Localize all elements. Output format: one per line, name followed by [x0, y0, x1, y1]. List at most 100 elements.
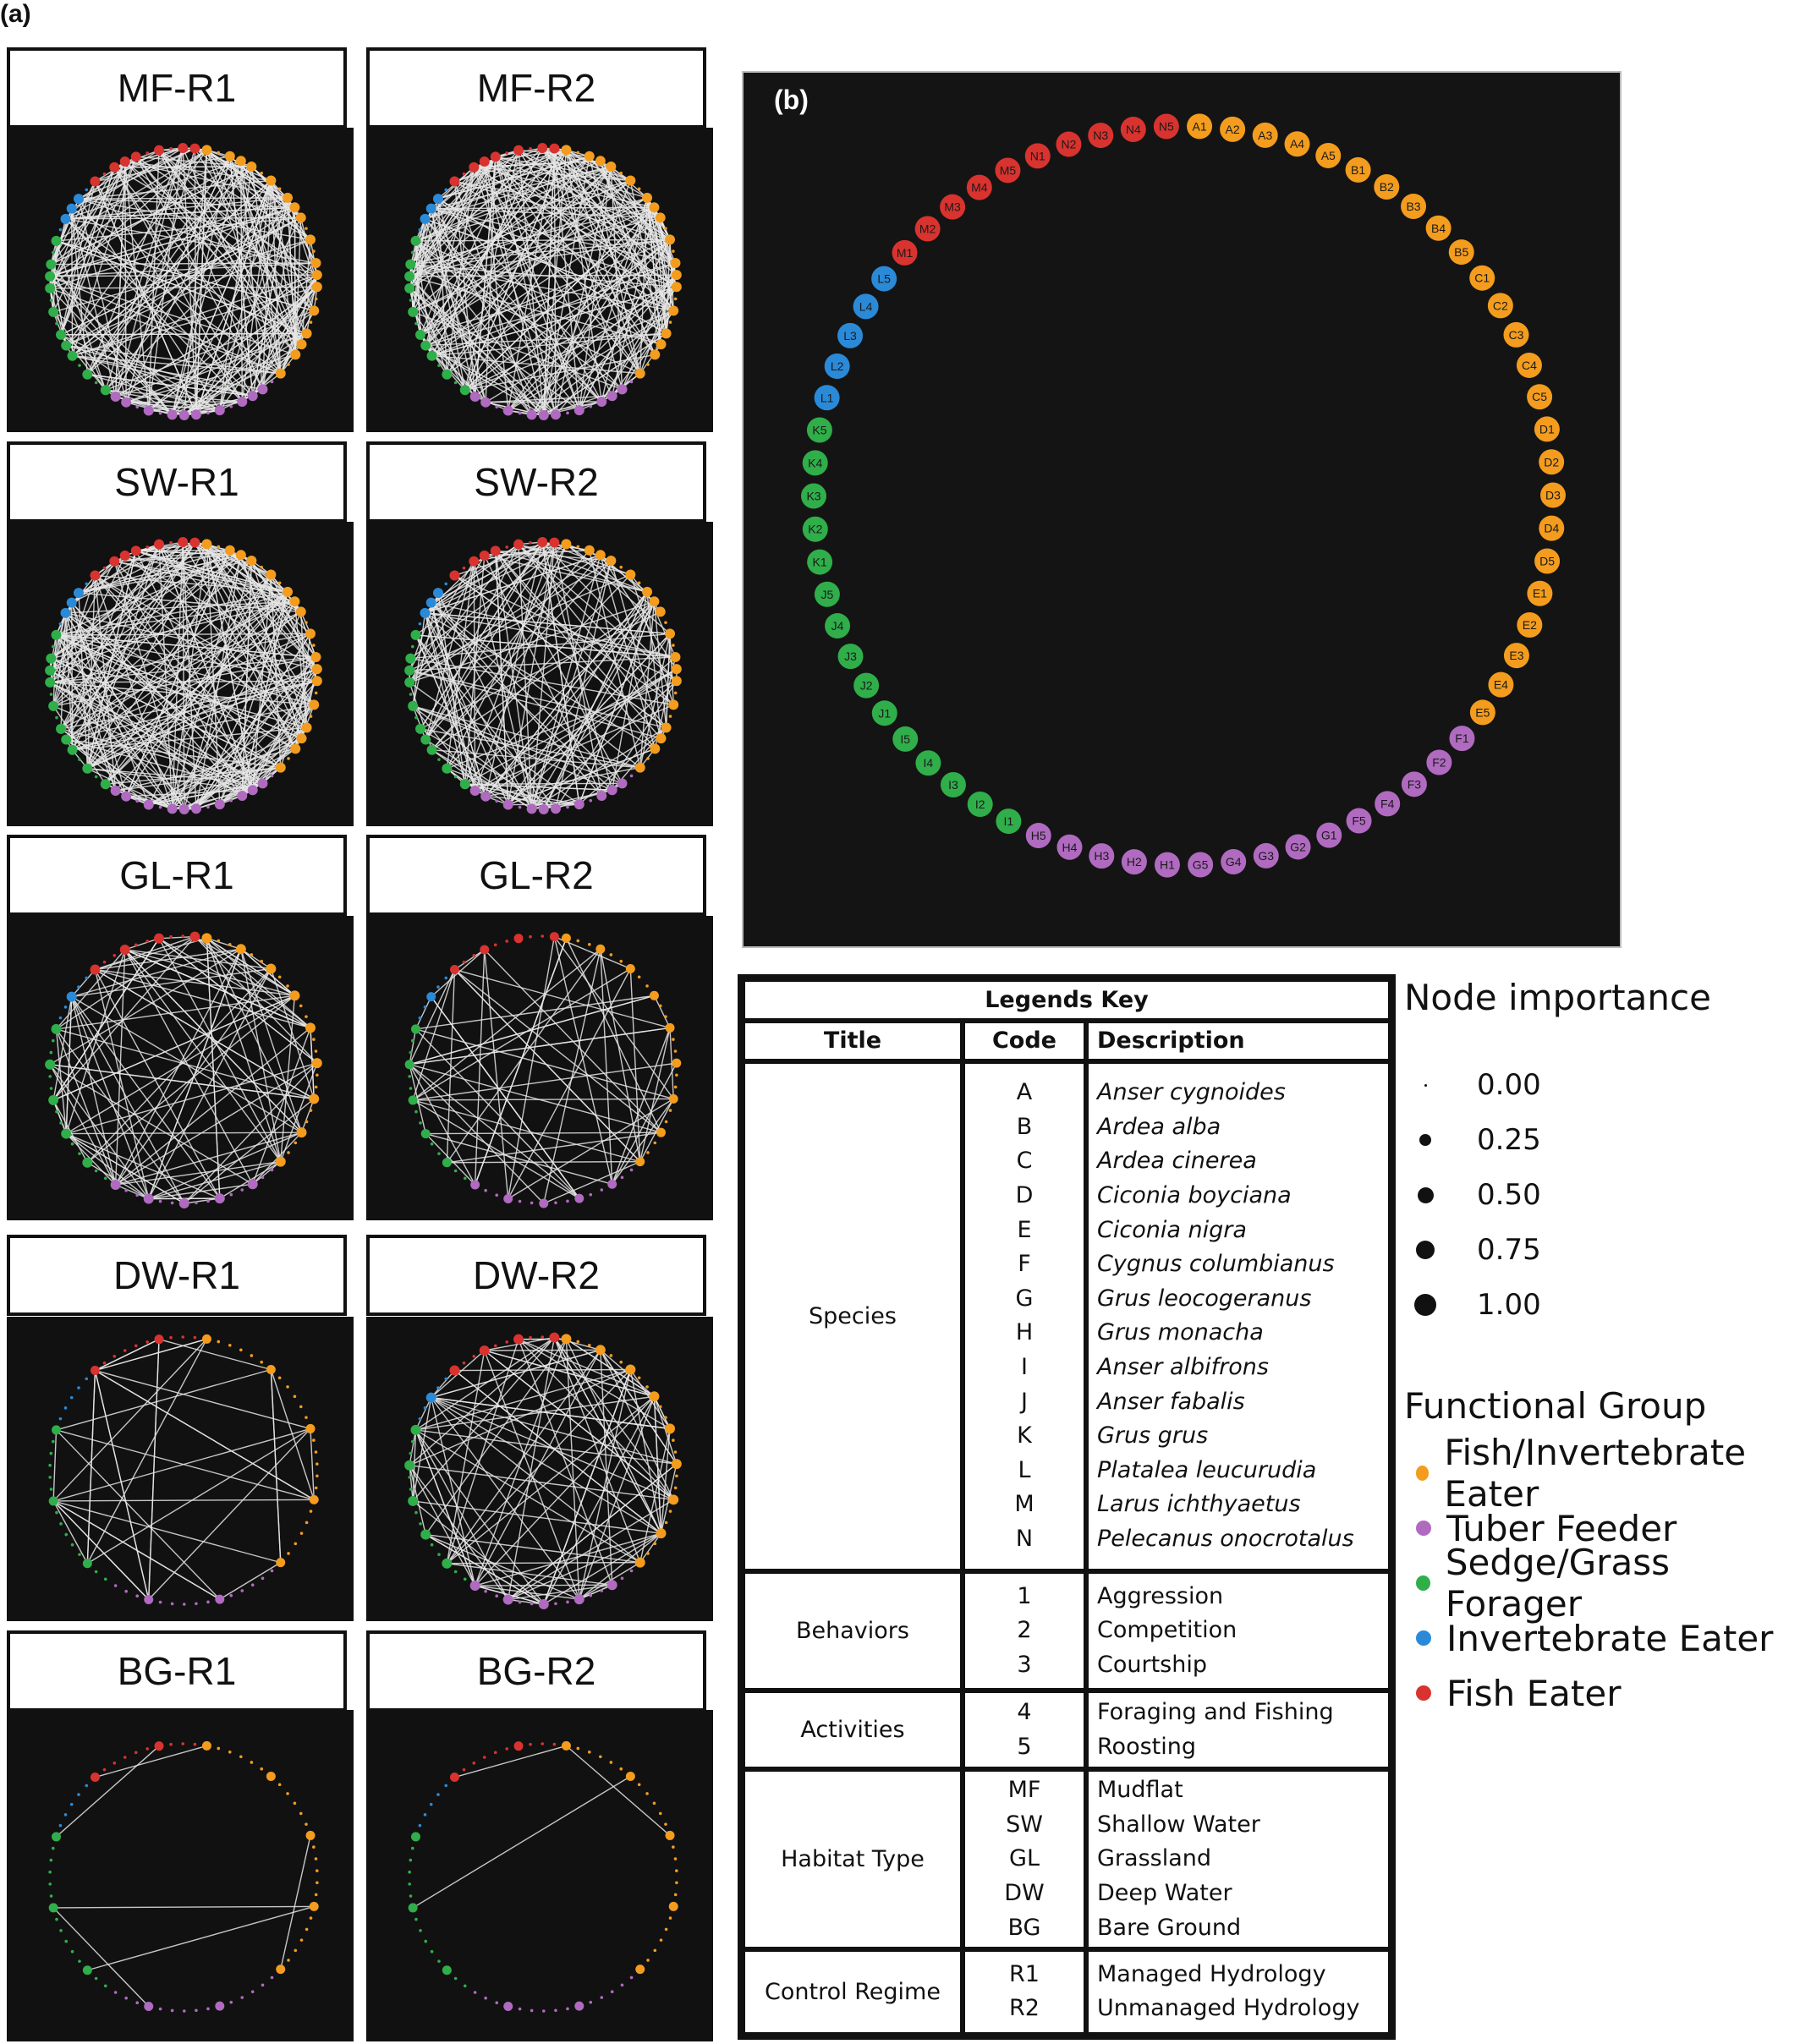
network-node [260, 1360, 264, 1364]
network-node [82, 763, 93, 774]
network-edge [612, 1027, 671, 1185]
network-node [78, 1959, 81, 1963]
network-edge [86, 1339, 208, 1565]
network-edge [437, 149, 567, 200]
network-node [90, 176, 101, 187]
network-edge [124, 544, 160, 556]
network-node [214, 1193, 225, 1204]
network-edge [543, 949, 601, 1204]
network-node [625, 963, 635, 973]
network-node [444, 188, 448, 192]
network-edge [95, 968, 315, 1099]
legend-code: I [1021, 1354, 1028, 1381]
network-edge [431, 949, 486, 998]
network-edge [78, 554, 242, 594]
network-edge [240, 948, 272, 970]
ring-node-circle [1469, 699, 1495, 726]
network-node [673, 1893, 678, 1897]
network-edge [409, 288, 580, 411]
network-edge [414, 996, 432, 1030]
network-edge [454, 949, 486, 971]
network-node [620, 1983, 624, 1987]
network-node [66, 597, 77, 608]
network-node [410, 1846, 414, 1850]
network-node [645, 1792, 649, 1795]
network-node [490, 151, 501, 162]
network-node [619, 1360, 623, 1364]
ring-node: C5 [1527, 384, 1553, 410]
network-edge [409, 969, 456, 1065]
network-node [409, 693, 413, 696]
network-node [51, 1439, 55, 1444]
network-edge [124, 949, 311, 1029]
ring-node-circle [1425, 215, 1452, 241]
network-node [224, 151, 235, 162]
network-node [538, 409, 549, 420]
network-edge [508, 148, 556, 411]
network-node [78, 758, 81, 761]
network-node [250, 953, 254, 956]
ring-node: I3 [940, 771, 966, 797]
network-node [668, 305, 679, 316]
ring-node-label: G5 [1193, 858, 1209, 872]
ring-node-label: H3 [1094, 849, 1109, 863]
network-node [463, 1984, 467, 1988]
ring-node-label: C4 [1522, 359, 1537, 372]
network-node [181, 934, 185, 938]
network-node [94, 381, 98, 385]
ring-node-label: H1 [1160, 858, 1175, 872]
network-node [449, 965, 459, 975]
network-edge [148, 574, 272, 805]
network-node [167, 409, 178, 420]
network-edge [409, 1465, 414, 1501]
network-node [167, 803, 178, 814]
network-node [419, 1522, 422, 1526]
network-edge [553, 936, 613, 1185]
network-edge [56, 1745, 160, 1838]
network-edge [629, 968, 641, 1162]
network-edge [431, 332, 667, 357]
importance-legend-item: 0.75 [1404, 1233, 1541, 1267]
network-node [305, 1521, 309, 1525]
network-node [190, 409, 201, 420]
legend-code: K [1017, 1422, 1032, 1449]
network-edge [115, 591, 288, 792]
network-edge [52, 600, 295, 707]
network-edge [148, 1160, 281, 1200]
network-node [49, 1451, 53, 1455]
network-edge [71, 996, 221, 1199]
network-node [430, 1543, 434, 1547]
ring-node-circle [1374, 173, 1400, 200]
network-node [102, 1361, 107, 1365]
network-node [530, 1201, 534, 1205]
network-node [314, 1085, 318, 1089]
legend-description: Competition [1097, 1617, 1238, 1644]
network-edge [105, 180, 272, 391]
network-edge [95, 1369, 311, 1430]
network-node [260, 1767, 264, 1771]
network-node [78, 1152, 81, 1155]
network-node [561, 145, 572, 156]
network-edge [87, 1905, 315, 1971]
network-edge [49, 670, 263, 784]
network-node [530, 2008, 534, 2013]
legend-table-heading: Legends Key [743, 979, 1391, 1021]
functional-group-dot [1416, 1685, 1431, 1701]
network-node [215, 1594, 225, 1604]
network-node [561, 933, 571, 943]
network-node [316, 1073, 319, 1077]
network-edge [446, 948, 601, 1164]
network-node [121, 397, 132, 408]
network-node [145, 940, 150, 943]
ring-node-label: D1 [1539, 422, 1555, 436]
network-node [224, 545, 235, 556]
network-edge [300, 1099, 315, 1133]
ring-node-label: K5 [812, 424, 826, 437]
network-edge [158, 544, 315, 705]
network-node [665, 628, 676, 639]
network-node [240, 1188, 244, 1192]
ring-node-label: G2 [1290, 840, 1306, 853]
network-node [484, 1589, 487, 1593]
importance-legend-item: 0.50 [1404, 1178, 1541, 1212]
